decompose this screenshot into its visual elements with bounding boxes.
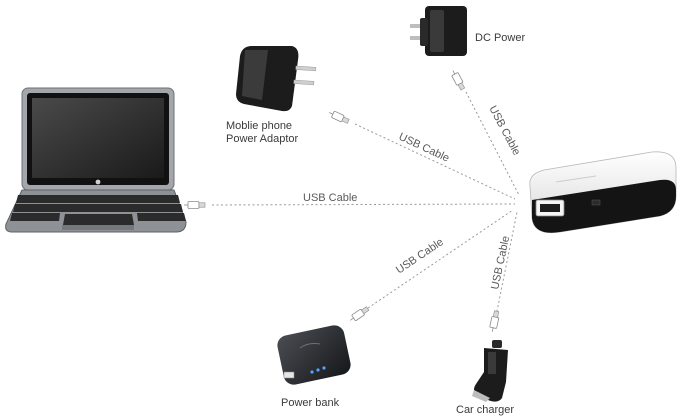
power-bank-label: Power bank	[281, 397, 339, 410]
cable-label-dc-power: USB Cable	[486, 104, 522, 158]
power-bank-icon	[276, 323, 353, 386]
portable-router-icon	[530, 152, 676, 233]
usb-plug-icon	[348, 306, 369, 324]
cable-power-bank	[368, 210, 513, 308]
wall-adaptor-icon	[236, 46, 316, 111]
dc-power-plug-icon	[410, 6, 467, 56]
cable-label-laptop: USB Cable	[303, 192, 357, 204]
dc-power-label: DC Power	[475, 32, 525, 45]
cable-laptop	[212, 204, 515, 205]
mobile-adaptor-label-line1: Moblie phone	[226, 120, 292, 133]
cable-adaptor	[355, 124, 515, 199]
cable-label-power-bank: USB Cable	[394, 236, 446, 276]
usb-plug-icon	[328, 109, 350, 124]
usb-plug-icon	[450, 69, 466, 91]
usb-plug-icon	[489, 310, 500, 332]
car-charger-label: Car charger	[456, 404, 514, 417]
mobile-adaptor-label-line2: Power Adaptor	[226, 133, 298, 146]
usb-plug-icon	[184, 202, 205, 209]
cable-label-car-charger: USB Cable	[489, 235, 512, 291]
laptop-icon	[6, 88, 186, 232]
car-charger-icon	[472, 340, 508, 402]
